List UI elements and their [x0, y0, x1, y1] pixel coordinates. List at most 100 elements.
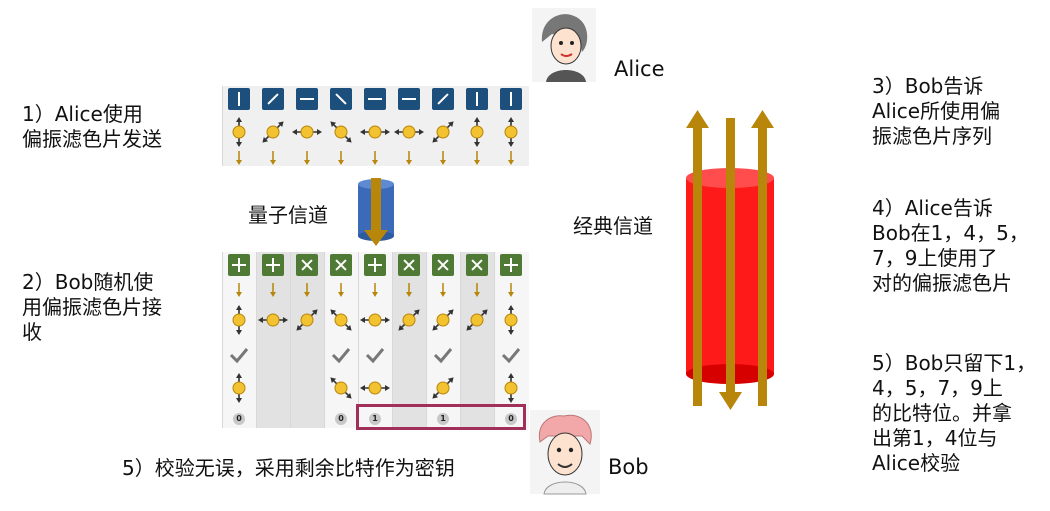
polarizer-horizontal-icon [300, 98, 314, 100]
bob-column-4 [324, 252, 359, 428]
alice-down-arrow-4 [338, 151, 344, 165]
cross-filter-icon [335, 259, 347, 271]
bob-filter-1 [228, 254, 250, 276]
bob-filter-2 [262, 254, 284, 276]
polarizer-vertical-icon [510, 92, 512, 106]
alice-photon-1 [232, 117, 246, 147]
bob-photon-8 [466, 309, 488, 331]
bob-down-arrow-8 [474, 283, 480, 297]
bob-column-2 [256, 252, 291, 428]
polarizer-vertical-icon [476, 92, 478, 106]
key-bit-5: 1 [369, 413, 381, 425]
bob-photon-2 [258, 313, 288, 327]
plus-filter-icon [266, 258, 280, 272]
classical-channel-icon [686, 110, 774, 410]
bob-column-3 [290, 252, 325, 428]
cross-filter-icon [403, 259, 415, 271]
bob-down-arrow-1 [236, 283, 242, 297]
alice-photon-6 [394, 125, 424, 139]
polarizer-diagonal-right-icon [267, 93, 279, 105]
step4-label: 4）Alice告诉 Bob在1，4，5， 7，9上使用了 对的偏振滤色片 [872, 196, 1029, 295]
bob-photon-5 [360, 313, 390, 327]
alice-down-arrow-6 [406, 151, 412, 165]
alice-photon-8 [470, 117, 484, 147]
bob-column-6 [392, 252, 427, 428]
bob-filter-4 [330, 254, 352, 276]
bob-filter-3 [296, 254, 318, 276]
bob-photon-4 [330, 309, 352, 331]
bob-photon-9 [504, 305, 518, 335]
checkmark-icon [331, 348, 351, 364]
bob-down-arrow-9 [508, 283, 514, 297]
key-bit-4: 0 [335, 413, 347, 425]
bob-kept-photon-5 [360, 381, 390, 395]
checkmark-icon [365, 348, 385, 364]
alice-down-arrow-8 [474, 151, 480, 165]
alice-filter-1 [228, 88, 250, 110]
alice-photon-7 [432, 121, 454, 143]
bob-down-arrow-4 [338, 283, 344, 297]
bob-column-8 [460, 252, 495, 428]
alice-down-arrow-9 [508, 151, 514, 165]
alice-label: Alice [614, 57, 665, 81]
bob-photon-7 [432, 309, 454, 331]
step1-label: 1）Alice使用 偏振滤色片发送 [22, 102, 162, 151]
bob-down-arrow-5 [372, 283, 378, 297]
alice-photon-3 [292, 125, 322, 139]
plus-filter-icon [232, 258, 246, 272]
bob-kept-photon-1 [232, 373, 246, 403]
step3-label: 3）Bob告诉 Alice所使用偏 振滤色片序列 [872, 74, 1001, 148]
alice-avatar [532, 8, 596, 82]
step5-right-label: 5）Bob只留下1， 4，5，7，9上 的比特位。并拿 出第1，4位与 Alic… [872, 351, 1037, 475]
bob-kept-photon-7 [432, 377, 454, 399]
quantum-channel-label: 量子信道 [248, 203, 328, 227]
alice-filter-2 [262, 88, 284, 110]
alice-filter-7 [432, 88, 454, 110]
bob-photon-6 [398, 309, 420, 331]
key-bit-7: 1 [437, 413, 449, 425]
bob-kept-photon-4 [330, 377, 352, 399]
bob-kept-photon-9 [504, 373, 518, 403]
polarizer-diagonal-left-icon [335, 93, 347, 105]
plus-filter-icon [504, 258, 518, 272]
plus-filter-icon [368, 258, 382, 272]
bob-filter-5 [364, 254, 386, 276]
alice-filter-4 [330, 88, 352, 110]
cross-filter-icon [471, 259, 483, 271]
classical-channel-label: 经典信道 [573, 214, 653, 238]
polarizer-horizontal-icon [368, 98, 382, 100]
cross-filter-icon [301, 259, 313, 271]
polarizer-vertical-icon [238, 92, 240, 106]
step2-label: 2）Bob随机使 用偏振滤色片接 收 [22, 270, 162, 344]
bob-down-arrow-7 [440, 283, 446, 297]
bob-down-arrow-3 [304, 283, 310, 297]
bob-down-arrow-2 [270, 283, 276, 297]
bob-filter-8 [466, 254, 488, 276]
key-bit-1: 0 [233, 413, 245, 425]
polarizer-diagonal-right-icon [437, 93, 449, 105]
key-bits-highlight [356, 404, 526, 430]
bob-column-5 [358, 252, 393, 428]
cross-filter-icon [437, 259, 449, 271]
bob-filter-9 [500, 254, 522, 276]
alice-photon-9 [504, 117, 518, 147]
quantum-channel-icon [358, 178, 394, 246]
polarizer-horizontal-icon [402, 98, 416, 100]
bob-column-7 [426, 252, 461, 428]
alice-filter-8 [466, 88, 488, 110]
alice-photon-4 [330, 121, 352, 143]
bob-photon-1 [232, 305, 246, 335]
alice-photon-5 [360, 125, 390, 139]
bob-filter-6 [398, 254, 420, 276]
bob-photon-3 [296, 309, 318, 331]
alice-down-arrow-3 [304, 151, 310, 165]
alice-down-arrow-5 [372, 151, 378, 165]
checkmark-icon [433, 348, 453, 364]
alice-photon-2 [262, 121, 284, 143]
alice-filter-3 [296, 88, 318, 110]
alice-filter-5 [364, 88, 386, 110]
bob-filter-7 [432, 254, 454, 276]
alice-filter-9 [500, 88, 522, 110]
alice-filter-6 [398, 88, 420, 110]
alice-down-arrow-1 [236, 151, 242, 165]
